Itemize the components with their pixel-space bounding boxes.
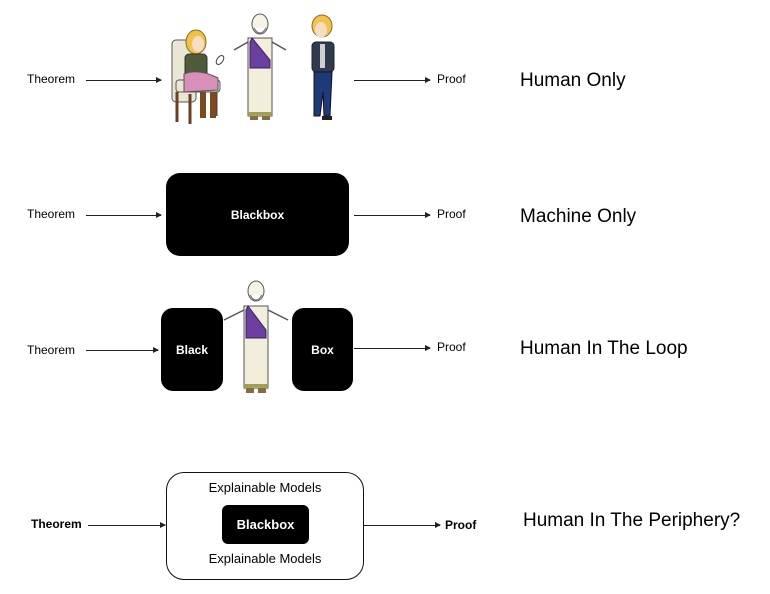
theorem-label: Theorem <box>31 517 82 531</box>
explainable-models-bottom-label: Explainable Models <box>208 551 322 566</box>
row-title: Human In The Loop <box>520 338 688 359</box>
input-arrow <box>86 347 159 353</box>
inner-blackbox: Blackbox <box>222 505 309 544</box>
row-title: Machine Only <box>520 206 637 227</box>
blackbox-left-label: Black <box>175 342 209 357</box>
blackbox: Blackbox <box>166 173 349 256</box>
input-arrow <box>86 77 162 83</box>
proof-label: Proof <box>437 207 466 221</box>
theorem-label: Theorem <box>27 207 76 221</box>
proof-label: Proof <box>437 72 466 86</box>
output-arrow <box>364 522 441 528</box>
input-arrow <box>86 212 162 218</box>
output-arrow <box>354 345 431 351</box>
young-man-figure <box>311 14 335 120</box>
blackbox-label: Blackbox <box>230 207 285 222</box>
inner-blackbox-label: Blackbox <box>236 517 295 532</box>
row-title: Human Only <box>520 70 626 91</box>
blackbox-right-label: Box <box>311 342 334 357</box>
theorem-label: Theorem <box>27 72 76 86</box>
proof-label: Proof <box>437 340 466 354</box>
input-arrow <box>88 522 166 528</box>
toga-sage-figure <box>223 280 289 393</box>
seated-woman-figure <box>171 29 225 124</box>
row-title: Human In The Periphery? <box>523 510 741 531</box>
proof-label: Proof <box>445 518 477 532</box>
output-arrow <box>354 77 431 83</box>
output-arrow <box>354 212 431 218</box>
blackbox-left-half: Black <box>161 308 223 391</box>
blackbox-right-half: Box <box>292 308 353 391</box>
theorem-label: Theorem <box>27 343 76 357</box>
toga-sage-figure <box>233 13 287 120</box>
explainable-models-top-label: Explainable Models <box>208 480 322 495</box>
